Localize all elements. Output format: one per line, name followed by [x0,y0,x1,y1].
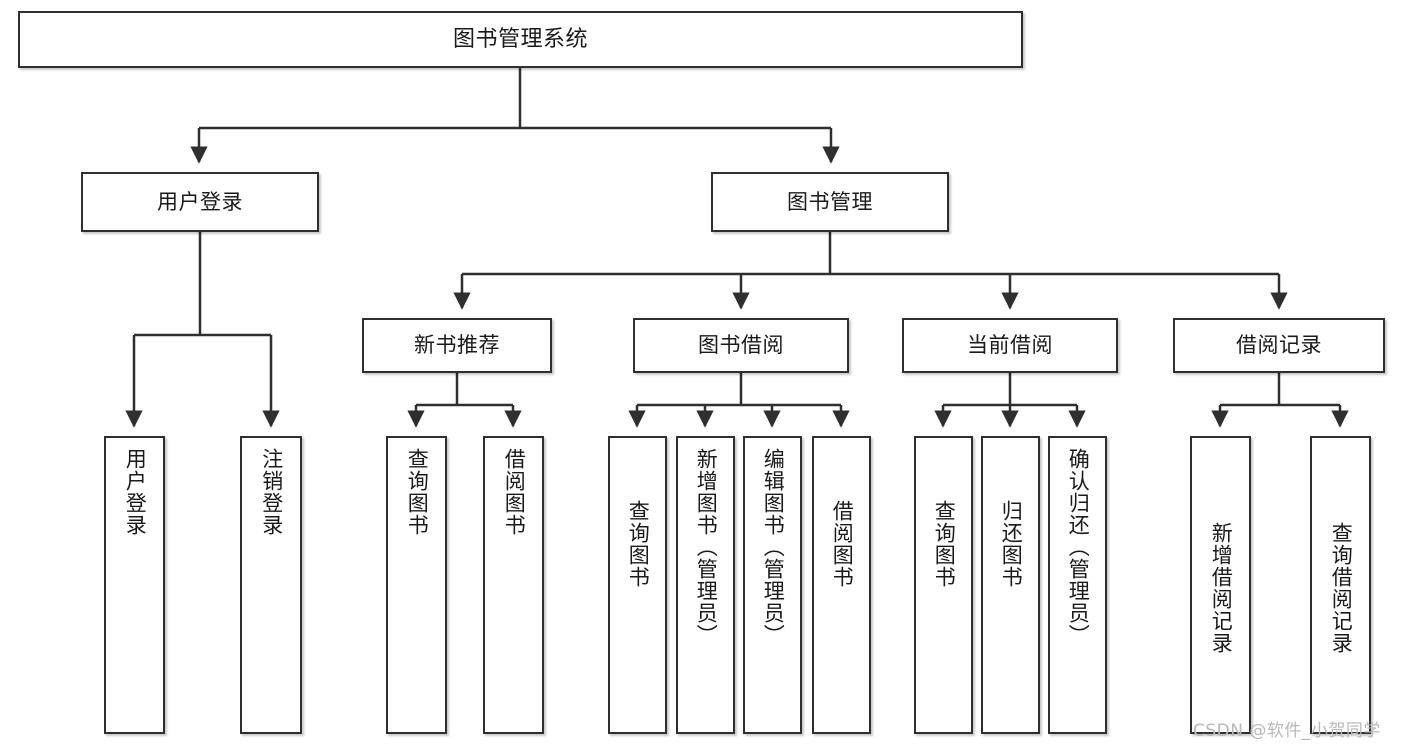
csdn-watermark: CSDN @软件_小贺同学 [1193,721,1381,741]
node-leaf-query-record-label: 查询借阅记录 [1329,522,1354,654]
node-leaf-query-book-2-label: 查询图书 [626,500,651,588]
node-root-label: 图书管理系统 [452,26,588,52]
node-leaf-borrow-book-1-label: 借阅图书 [502,448,527,536]
node-leaf-logout[interactable]: 注销登录 [240,436,302,734]
node-leaf-add-book[interactable]: 新增图书（管理员） [676,436,735,734]
node-book-manage-label: 图书管理 [787,189,873,214]
node-book-manage[interactable]: 图书管理 [711,172,949,232]
node-leaf-return-book-label: 归还图书 [999,500,1024,588]
node-new-book-rec-label: 新书推荐 [414,333,500,358]
node-user-login[interactable]: 用户登录 [81,172,319,232]
node-book-borrow[interactable]: 图书借阅 [633,318,849,373]
node-leaf-borrow-book-1[interactable]: 借阅图书 [483,436,544,734]
node-leaf-logout-label: 注销登录 [259,448,284,536]
node-current-borrow[interactable]: 当前借阅 [902,318,1118,373]
node-leaf-add-record-label: 新增借阅记录 [1209,522,1234,654]
node-borrow-record[interactable]: 借阅记录 [1173,318,1385,373]
node-leaf-borrow-book-2-label: 借阅图书 [830,500,855,588]
node-book-borrow-label: 图书借阅 [698,333,784,358]
node-leaf-edit-book-label: 编辑图书（管理员） [761,448,786,646]
node-leaf-user-login-label: 用户登录 [123,448,148,536]
node-root[interactable]: 图书管理系统 [18,11,1023,68]
node-borrow-record-label: 借阅记录 [1236,333,1322,358]
node-leaf-add-record[interactable]: 新增借阅记录 [1190,436,1251,734]
node-leaf-confirm-return-label: 确认归还（管理员） [1066,448,1091,646]
node-leaf-add-book-label: 新增图书（管理员） [694,448,719,646]
node-leaf-query-book-3-label: 查询图书 [932,500,957,588]
node-leaf-user-login[interactable]: 用户登录 [104,436,165,734]
node-leaf-query-book-2[interactable]: 查询图书 [608,436,667,734]
node-leaf-query-book-3[interactable]: 查询图书 [914,436,973,734]
node-leaf-query-book-1[interactable]: 查询图书 [386,436,447,734]
node-leaf-query-record[interactable]: 查询借阅记录 [1310,436,1371,734]
node-leaf-edit-book[interactable]: 编辑图书（管理员） [743,436,802,734]
node-user-login-label: 用户登录 [157,189,243,214]
node-leaf-confirm-return[interactable]: 确认归还（管理员） [1048,436,1107,734]
node-new-book-rec[interactable]: 新书推荐 [362,318,552,373]
node-current-borrow-label: 当前借阅 [967,333,1053,358]
node-leaf-borrow-book-2[interactable]: 借阅图书 [812,436,871,734]
node-leaf-return-book[interactable]: 归还图书 [981,436,1040,734]
node-leaf-query-book-1-label: 查询图书 [405,448,430,536]
